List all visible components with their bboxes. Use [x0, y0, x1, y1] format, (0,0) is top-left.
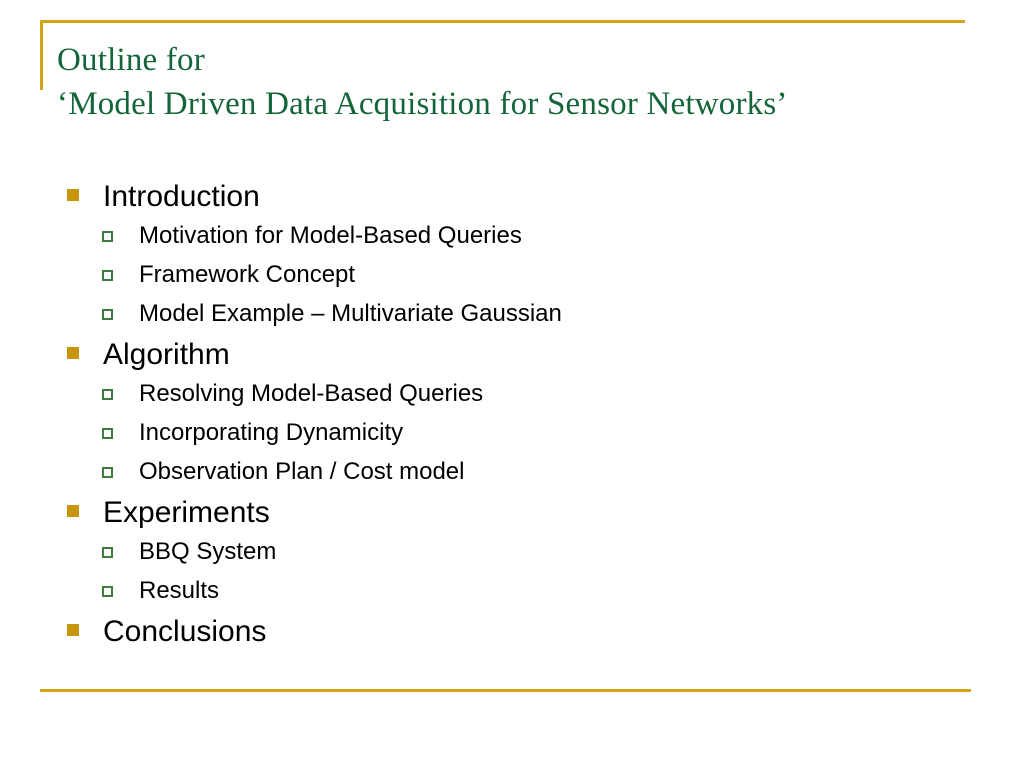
hollow-square-bullet-icon [102, 547, 113, 558]
hollow-square-bullet-icon [102, 586, 113, 597]
outline-subitem-incorporating-dynamicity: Incorporating Dynamicity [0, 416, 1024, 455]
outline-subitem-label: Incorporating Dynamicity [139, 419, 404, 446]
outline-subitem-motivation: Motivation for Model-Based Queries [0, 219, 1024, 258]
filled-square-bullet-icon [67, 189, 79, 201]
outline-list: Introduction Motivation for Model-Based … [0, 178, 1024, 654]
hollow-square-bullet-icon [102, 231, 113, 242]
outline-item-label: Introduction [103, 180, 260, 213]
hollow-square-bullet-icon [102, 309, 113, 320]
outline-item-experiments: Experiments [0, 494, 1024, 535]
outline-subitem-label: Motivation for Model-Based Queries [139, 222, 522, 249]
outline-subitem-observation-plan: Observation Plan / Cost model [0, 455, 1024, 494]
outline-item-label: Conclusions [103, 615, 267, 648]
outline-subitem-results: Results [0, 574, 1024, 613]
outline-subitem-label: Results [139, 577, 220, 604]
outline-subitem-resolving-queries: Resolving Model-Based Queries [0, 377, 1024, 416]
top-divider-rule [40, 20, 965, 23]
left-accent-bar [40, 20, 43, 90]
hollow-square-bullet-icon [102, 467, 113, 478]
outline-subitem-model-example: Model Example – Multivariate Gaussian [0, 297, 1024, 336]
filled-square-bullet-icon [67, 347, 79, 359]
bottom-divider-rule [40, 689, 971, 692]
outline-subitem-label: BBQ System [139, 538, 277, 565]
outline-item-introduction: Introduction [0, 178, 1024, 219]
filled-square-bullet-icon [67, 505, 79, 517]
outline-subitem-label: Observation Plan / Cost model [139, 458, 465, 485]
hollow-square-bullet-icon [102, 389, 113, 400]
outline-subitem-label: Framework Concept [139, 261, 356, 288]
hollow-square-bullet-icon [102, 270, 113, 281]
slide-title: Outline for ‘Model Driven Data Acquisiti… [57, 38, 987, 126]
outline-item-algorithm: Algorithm [0, 336, 1024, 377]
outline-subitem-label: Resolving Model-Based Queries [139, 380, 484, 407]
outline-subitem-label: Model Example – Multivariate Gaussian [139, 300, 562, 327]
outline-item-label: Algorithm [103, 338, 230, 371]
outline-subitem-bbq-system: BBQ System [0, 535, 1024, 574]
slide-title-line-1: Outline for [57, 42, 205, 78]
hollow-square-bullet-icon [102, 428, 113, 439]
outline-subitem-framework-concept: Framework Concept [0, 258, 1024, 297]
outline-item-label: Experiments [103, 496, 270, 529]
outline-item-conclusions: Conclusions [0, 613, 1024, 654]
filled-square-bullet-icon [67, 624, 79, 636]
slide-title-line-2: ‘Model Driven Data Acquisition for Senso… [57, 86, 788, 122]
